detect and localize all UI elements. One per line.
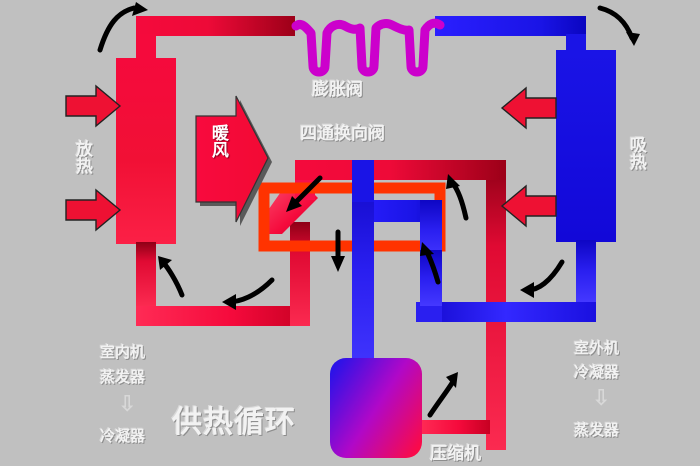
flow-arrow-outdoor-bottom-head [520,282,534,298]
indoor-unit-label: 室内机 [100,343,146,361]
cold-pipe-top [435,16,586,36]
flow-arrow-upper-right-curve-head [446,174,460,189]
outdoor-unit-from-label: 冷凝器 [574,363,620,381]
expansion-valve-coil [291,18,445,77]
outdoor-coil-evaporator [556,50,616,242]
release-heat-label: 放热 [71,140,92,174]
warm-air-label: 暖风 [207,124,228,158]
outdoor-unit-to-label: 蒸发器 [574,421,620,439]
heat-release-arrow-lower [65,188,122,232]
hot-pipe-valve-to-discharge [295,160,506,180]
cold-pipe-valve-right-leg [420,200,442,260]
flow-arrow-valve-down-head [331,256,345,272]
cold-pipe-valve-to-bottom [420,250,442,306]
four-way-valve-label: 四通换向阀 [300,124,385,144]
heat-release-arrow-upper [65,84,122,128]
hot-refrigerant-circuit [116,16,506,450]
flow-arrow-left-bottom-up-head [158,256,172,270]
hot-pipe-top-riser [136,34,156,60]
heat-absorb-arrow-lower [500,184,557,228]
hot-pipe-top [136,16,295,36]
hot-pipe-compressor-stub [420,420,490,434]
cold-pipe-bottom [416,302,596,322]
flow-arrow-compressor [427,377,457,418]
indoor-unit-from-label: 蒸发器 [100,368,146,386]
indoor-coil-condenser [116,58,176,244]
flow-arrow-compressor-head [446,372,458,388]
flow-arrow-left-bottom-up [160,259,185,298]
flow-direction-arrows [97,2,640,418]
flow-arrow-valve-up-head [420,242,434,256]
warm-air-arrow [195,95,272,226]
heat-release-arrows [65,84,122,232]
compressor [330,358,422,458]
cold-pipe-suction-top [352,160,374,202]
outdoor-unit-arrow-icon: ⇩ [592,386,611,411]
outdoor-unit-label: 室外机 [574,339,620,357]
compressor-label: 压缩机 [430,444,481,464]
expansion-valve-path [291,18,445,77]
heat-absorb-arrow-upper [500,86,557,130]
flow-arrow-top-right-head [626,32,640,46]
flow-arrow-valve-diagonal-head [286,196,302,212]
flow-arrow-top-left-head [132,2,148,16]
indoor-unit-to-label: 冷凝器 [100,427,146,445]
absorb-heat-label: 吸热 [625,136,646,170]
cold-pipe-outdoor-downcomer [576,240,596,302]
cycle-title: 供热循环 [172,405,296,440]
flow-arrow-top-left [97,5,137,53]
hot-pipe-bottom [136,306,310,326]
cold-pipe-valve-elbow [416,302,442,322]
expansion-valve-label: 膨胀阀 [312,80,363,100]
compressor-body [330,358,422,458]
cold-pipe-suction-riser [352,160,374,382]
heat-absorb-arrows [500,86,557,228]
hot-pipe-indoor-downcomer [136,242,156,306]
cold-refrigerant-circuit [352,16,616,382]
cold-pipe-valve-bridge [352,200,442,222]
flow-arrow-upper-right-curve [449,179,469,221]
indoor-unit-arrow-icon: ⇩ [118,392,137,417]
warm-air-arrow-body [195,95,269,223]
flow-arrow-bottom-left-head [222,294,236,310]
hot-pipe-riser-to-valve [290,222,310,326]
